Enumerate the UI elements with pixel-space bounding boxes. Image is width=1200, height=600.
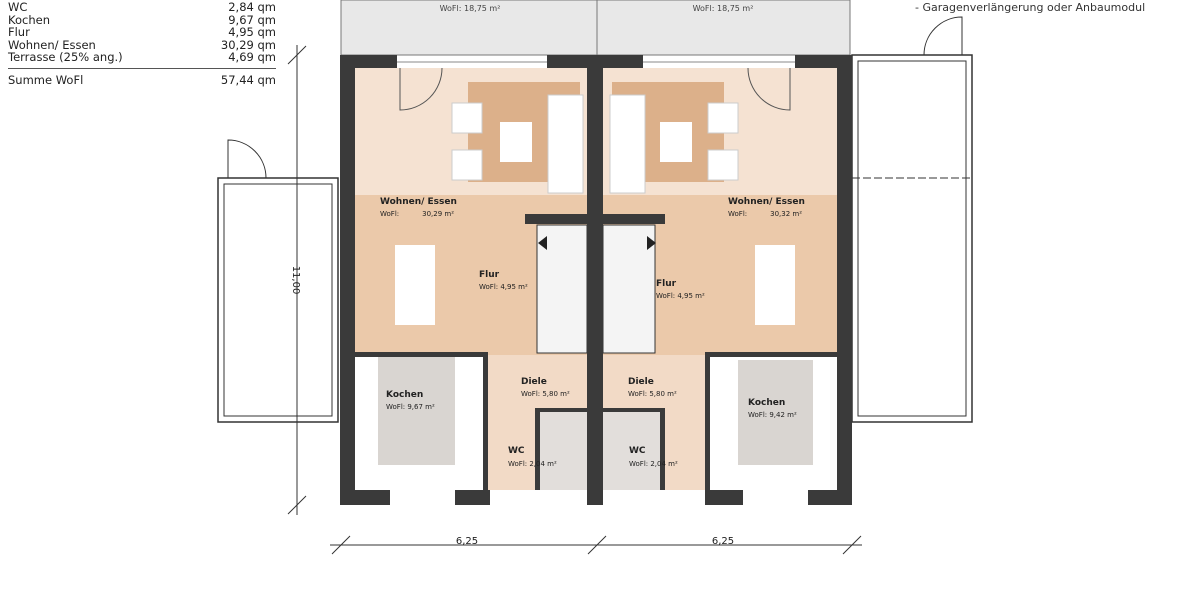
summary-row-kochen: Kochen 9,67 qm (8, 12, 276, 27)
room-name-kitchen-right: Kochen (748, 398, 785, 408)
terrace-left-area: WoFl: 18,75 m² (440, 4, 501, 13)
garage-left-inner (223, 183, 333, 417)
garage-left (217, 177, 339, 423)
armchair (707, 102, 739, 134)
garage-right-door (923, 16, 963, 56)
dimension-width-left: 6,25 (456, 536, 478, 547)
room-name-kitchen-left: Kochen (386, 390, 423, 400)
room-name-living-right: Wohnen/ Essen (728, 197, 805, 207)
row-label: Terrasse (25% ang.) (8, 50, 123, 64)
row-label: Wohnen/ Essen (8, 37, 96, 52)
staircase-right (602, 224, 656, 354)
terrace-right-area: WoFl: 18,75 m² (693, 4, 754, 13)
room-area-wc-right: WoFl: 2,04 m² (629, 460, 678, 468)
room-name-entry-left: Diele (521, 377, 547, 387)
room-name-hall-right: Flur (656, 279, 677, 289)
row-value: 4,69 qm (228, 50, 276, 64)
summary-row-wc: WC 2,84 qm (8, 1, 276, 14)
garage-left-door (227, 139, 267, 179)
summary-row-wohnen: Wohnen/ Essen 30,29 qm (8, 37, 276, 52)
room-area-living-right: 30,32 m² (770, 210, 802, 218)
summary-row-flur: Flur 4,95 qm (8, 26, 276, 39)
terrace-door-left (399, 67, 443, 111)
dining-table-right (755, 245, 795, 325)
room-area-entry-right: WoFl: 5,80 m² (628, 390, 677, 398)
row-label: Flur (8, 25, 30, 39)
terrace-left (340, 0, 598, 56)
garage-right-inner (857, 60, 967, 417)
room-name-wc-left: WC (508, 446, 525, 456)
room-area-hall-left: WoFl: 4,95 m² (479, 283, 528, 291)
row-value: 30,29 qm (220, 37, 276, 52)
room-area-hall-right: WoFl: 4,95 m² (656, 292, 705, 300)
sofa-left (547, 94, 584, 194)
row-label: WC (8, 0, 28, 14)
total-value: 57,44 qm (220, 72, 276, 87)
row-label: Kochen (8, 12, 50, 27)
row-value: 4,95 qm (228, 25, 276, 39)
room-area-entry-left: WoFl: 5,80 m² (521, 390, 570, 398)
note-text: - Garagenverlängerung oder Anbaumodul (915, 1, 1146, 14)
armchair (451, 149, 483, 181)
terrace-right (596, 0, 851, 56)
summary-total: Summe WoFl 57,44 qm (8, 72, 276, 87)
room-area-kitchen-right: WoFl: 9,42 m² (748, 411, 797, 419)
room-area-label: WoFl: (380, 210, 399, 218)
table-right (660, 122, 692, 162)
walls (340, 55, 852, 505)
room-area-wc-left: WoFl: 2,04 m² (508, 460, 557, 468)
room-area-kitchen-left: WoFl: 9,67 m² (386, 403, 435, 411)
divider (8, 67, 276, 69)
dimension-depth: 11,00 (290, 266, 301, 295)
summary-row-terrasse: Terrasse (25% ang.) 4,69 qm (8, 51, 276, 64)
terrace-door-right (747, 67, 791, 111)
room-name-wc-right: WC (629, 446, 646, 456)
garage-right (851, 54, 973, 423)
dining-table-left (395, 245, 435, 325)
room-name-entry-right: Diele (628, 377, 654, 387)
stair-arrow-icon (647, 236, 656, 250)
dimension-lines (287, 45, 862, 555)
sofa-right (609, 94, 646, 194)
table-left (500, 122, 532, 162)
room-name-living-left: Wohnen/ Essen (380, 197, 457, 207)
total-label: Summe WoFl (8, 72, 84, 87)
stair-arrow-icon (538, 236, 547, 250)
kitchen-right-counter (738, 360, 813, 465)
area-summary: WC 2,84 qm Kochen 9,67 qm Flur 4,95 qm Wohn… (8, 1, 276, 86)
room-area-label: WoFl: (728, 210, 747, 218)
room-area-living-left: 30,29 m² (422, 210, 454, 218)
row-value: 9,67 qm (228, 12, 276, 27)
room-name-hall-left: Flur (479, 270, 500, 280)
row-value: 2,84 qm (228, 0, 276, 14)
dimension-width-right: 6,25 (712, 536, 734, 547)
kitchen-left-counter (378, 355, 455, 465)
armchair (707, 149, 739, 181)
armchair (451, 102, 483, 134)
